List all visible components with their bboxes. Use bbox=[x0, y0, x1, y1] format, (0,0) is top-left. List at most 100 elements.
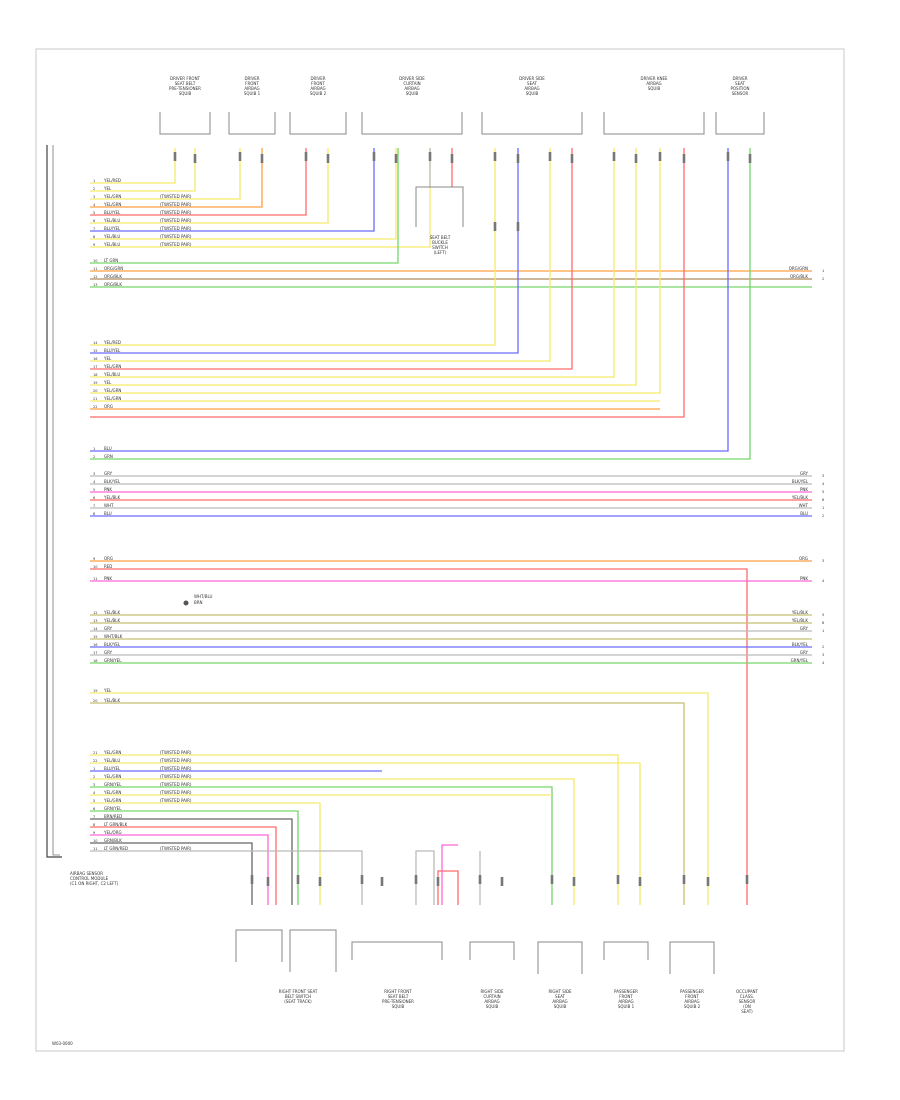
wire-label-54: LT GRN/RED bbox=[104, 846, 128, 851]
wire-label-53: GRN/BLK bbox=[104, 838, 122, 843]
component-label-passenger-front-2-line: FRONT bbox=[685, 994, 699, 999]
wire-label-17: YEL/BLU bbox=[103, 372, 120, 377]
wire-label-28: WHT bbox=[104, 503, 114, 508]
pin-top-19 bbox=[748, 154, 752, 163]
pin-top-12 bbox=[548, 152, 552, 161]
wire-label-46: GRN/YEL bbox=[104, 782, 122, 787]
wire-label-51: LT GRN/BLK bbox=[104, 822, 128, 827]
wire-label-37: BLK/YEL bbox=[104, 642, 121, 647]
right-connector-ref-3: 4 bbox=[822, 482, 825, 486]
twisted-pair-note-9: (TWISTED PAIR) bbox=[160, 766, 192, 771]
pin-number-19: 20 bbox=[93, 389, 97, 393]
pin-bottom-12 bbox=[616, 875, 620, 884]
wire-label-20: YEL/GRN bbox=[103, 396, 121, 401]
wire-label-5: YEL/BLU bbox=[103, 218, 120, 223]
pin-number-46: 3 bbox=[93, 783, 95, 787]
twisted-pair-note-6: (TWISTED PAIR) bbox=[160, 242, 192, 247]
component-right-seat-belt-switch bbox=[235, 929, 283, 962]
pin-bottom-16 bbox=[745, 875, 749, 884]
pin-number-23: 2 bbox=[93, 455, 95, 459]
wire-label-44: BLU/YEL bbox=[104, 766, 121, 771]
wire-yel-blu bbox=[90, 148, 397, 240]
component-label-buckle-switch-line: BUCKLE bbox=[432, 240, 448, 245]
module-bus-line bbox=[52, 145, 60, 856]
twisted-pair-note-0: (TWISTED PAIR) bbox=[160, 194, 192, 199]
right-connector-ref-4: 5 bbox=[822, 490, 824, 494]
component-label-passenger-front-1-line: SQUIB 1 bbox=[618, 1004, 635, 1009]
right-wire-label-7: BLU bbox=[800, 511, 808, 516]
wire-yel-15 bbox=[90, 802, 321, 905]
component-driver-seat-position-sensor bbox=[715, 112, 765, 135]
wire-label-25: BLK/YEL bbox=[104, 479, 121, 484]
wire-label-18: YEL bbox=[103, 380, 112, 385]
right-wire-label-1: ORG/BLK bbox=[790, 274, 808, 279]
wire-yel-10 bbox=[90, 692, 709, 905]
wire-label-52: YEL/ORG bbox=[103, 830, 122, 835]
component-label-driver-side-curtain-airbag-line: AIRBAG bbox=[404, 86, 419, 91]
component-label-driver-belt-pretensioner-line: SQUIB bbox=[179, 91, 192, 96]
component-label-driver-side-curtain-airbag-line: CURTAIN bbox=[403, 81, 420, 86]
wire-label-29: BLU bbox=[104, 511, 112, 516]
component-label-right-side-curtain-line: AIRBAG bbox=[484, 999, 499, 1004]
wire-label-19: YEL/GRN bbox=[103, 388, 121, 393]
wire-yel-12 bbox=[90, 762, 641, 905]
pin-number-30: 9 bbox=[93, 557, 95, 561]
pin-number-48: 5 bbox=[93, 799, 95, 803]
component-label-right-front-seat-belt-switch-line: BELT SWITCH bbox=[285, 994, 311, 999]
wire-label-11: ORG/BLK bbox=[104, 274, 122, 279]
pin-top-15 bbox=[634, 154, 638, 163]
wire-label-32: PNK bbox=[104, 576, 112, 581]
wire-blu-yel bbox=[90, 148, 375, 232]
wire-yel-3 bbox=[90, 148, 431, 248]
pin-number-32: 11 bbox=[93, 577, 97, 581]
pin-number-42: 21 bbox=[93, 751, 97, 755]
pin-number-26: 5 bbox=[93, 488, 95, 492]
pin-number-39: 18 bbox=[93, 659, 97, 663]
wire-red bbox=[90, 148, 307, 216]
pin-bottom-5 bbox=[380, 877, 384, 886]
right-wire-label-15: GRN/YEL bbox=[791, 658, 809, 663]
component-passenger-front-airbag-2 bbox=[669, 941, 715, 974]
right-connector-ref-1: 2 bbox=[822, 277, 824, 281]
pin-number-14: 15 bbox=[93, 349, 97, 353]
twisted-pair-note-8: (TWISTED PAIR) bbox=[160, 758, 192, 763]
wire-label-30: ORG bbox=[104, 556, 113, 561]
twisted-pair-note-3: (TWISTED PAIR) bbox=[160, 218, 192, 223]
module-label: (C1 ON RIGHT, C2 LEFT) bbox=[70, 881, 119, 886]
wire-lt-grn bbox=[90, 148, 399, 264]
right-wire-label-0: ORG/GRN bbox=[789, 266, 808, 271]
right-wire-label-13: BLK/YEL bbox=[792, 642, 809, 647]
right-wire-label-2: GRY bbox=[800, 471, 809, 476]
pin-bottom-8 bbox=[478, 875, 482, 884]
component-label-right-side-curtain-line: RIGHT SIDE bbox=[480, 989, 504, 994]
wire-yel-5 bbox=[90, 148, 551, 362]
pin-number-22: 1 bbox=[93, 447, 95, 451]
pin-number-2: 3 bbox=[93, 195, 95, 199]
right-connector-ref-12: 1 bbox=[822, 629, 824, 633]
component-label-driver-side-seat-airbag-line: SEAT bbox=[527, 81, 537, 86]
pin-number-21: 22 bbox=[93, 405, 97, 409]
component-label-driver-front-airbag-2-line: FRONT bbox=[311, 81, 325, 86]
component-label-right-side-curtain-line: CURTAIN bbox=[483, 994, 500, 999]
wire-label-39: GRN/YEL bbox=[104, 658, 122, 663]
pin-number-6: 7 bbox=[93, 227, 95, 231]
pin-top-6 bbox=[372, 152, 376, 161]
wire-pnk-4 bbox=[441, 844, 458, 905]
pin-number-20: 21 bbox=[93, 397, 97, 401]
pin-number-44: 1 bbox=[93, 767, 95, 771]
pin-number-17: 18 bbox=[93, 373, 97, 377]
component-label-driver-knee-airbag-line: DRIVER KNEE bbox=[640, 76, 667, 81]
pin-number-27: 6 bbox=[93, 496, 95, 500]
wire-label-41: YEL/BLK bbox=[103, 698, 121, 703]
component-label-driver-side-seat-airbag-line: SQUIB bbox=[526, 91, 539, 96]
right-wire-label-6: WHT bbox=[799, 503, 809, 508]
pin-number-29: 8 bbox=[93, 512, 95, 516]
component-label-passenger-front-2-line: PASSENGER bbox=[680, 989, 704, 994]
ground-label: WHT/BLU bbox=[194, 594, 213, 599]
wire-label-8: YEL/BLU bbox=[103, 242, 120, 247]
wire-label-33: YEL/BLK bbox=[103, 610, 121, 615]
pin-number-35: 14 bbox=[93, 627, 98, 631]
diagram-frame bbox=[35, 48, 845, 1052]
pin-top-2 bbox=[238, 152, 242, 161]
